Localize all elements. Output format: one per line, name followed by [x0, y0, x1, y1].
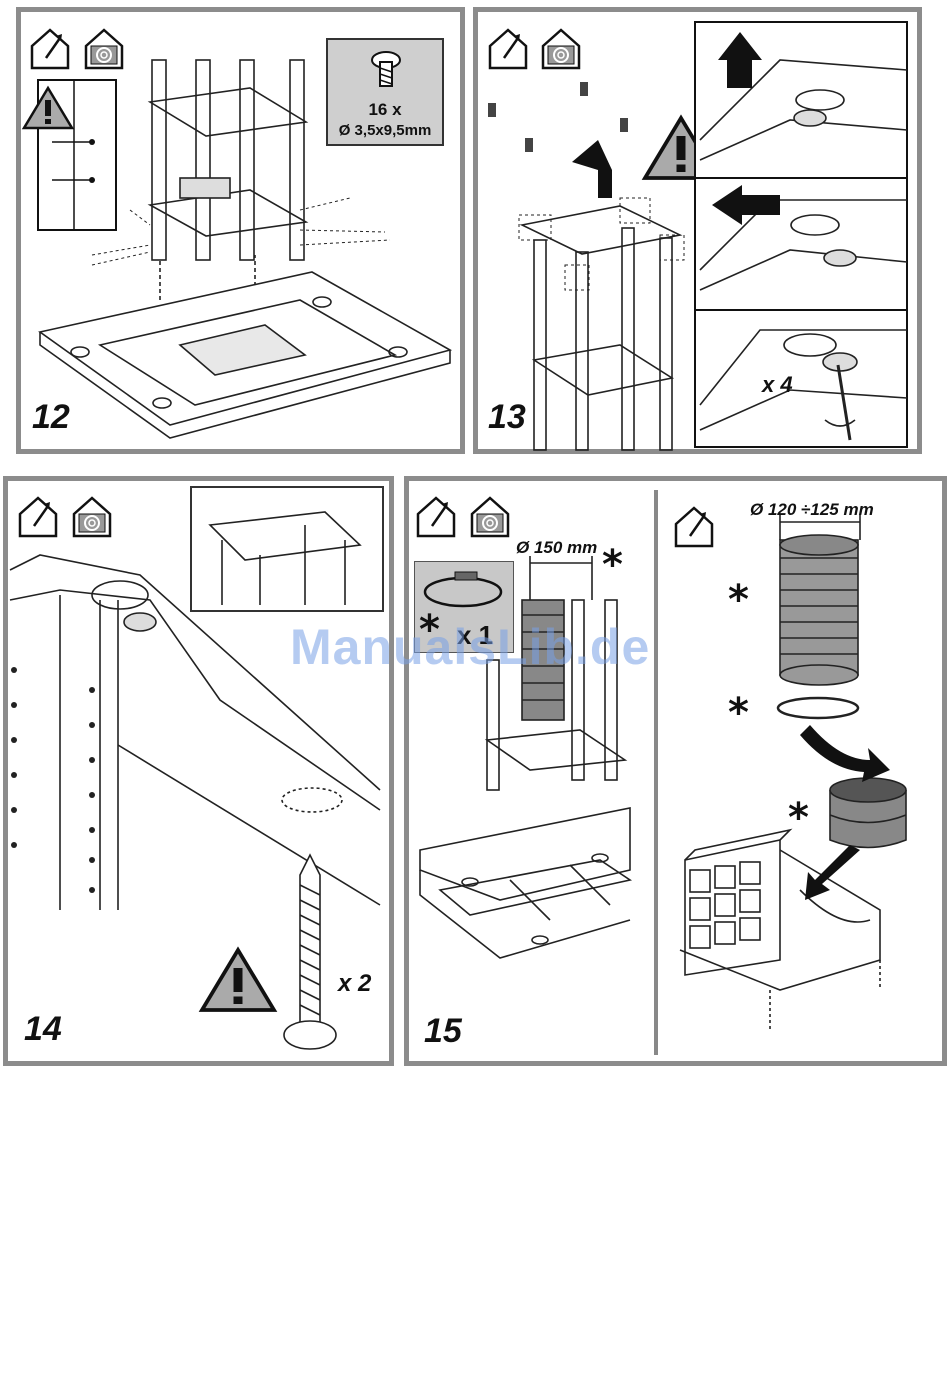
watermark: ManualsLib.de — [290, 618, 650, 676]
house-recirculation-icon — [86, 30, 122, 68]
multiplier-x2: x 2 — [338, 970, 371, 998]
optional-mark-duct: * — [602, 545, 623, 585]
screw-icon — [328, 40, 446, 100]
step-number-15: 15 — [424, 1012, 462, 1051]
optional-mark-filter: * — [788, 798, 809, 838]
step-number-14: 14 — [24, 1010, 62, 1049]
house-exhaust-icon — [32, 30, 68, 68]
screw-spec-box: 16 x Ø 3,5x9,5mm — [326, 38, 444, 146]
multiplier-x4: x 4 — [762, 372, 793, 398]
screw-count: 16 x — [328, 100, 442, 120]
optional-mark-hose: * — [728, 580, 749, 620]
step-14-detail-inset — [190, 486, 384, 612]
step-number-12: 12 — [32, 398, 70, 437]
optional-mark-hose-clamp: * — [728, 693, 749, 733]
step-number-13: 13 — [488, 398, 526, 437]
duct-diameter-label: Ø 150 mm — [516, 538, 597, 558]
hose-diameter-label: Ø 120 ÷125 mm — [750, 500, 874, 520]
screw-size: Ø 3,5x9,5mm — [328, 122, 442, 139]
